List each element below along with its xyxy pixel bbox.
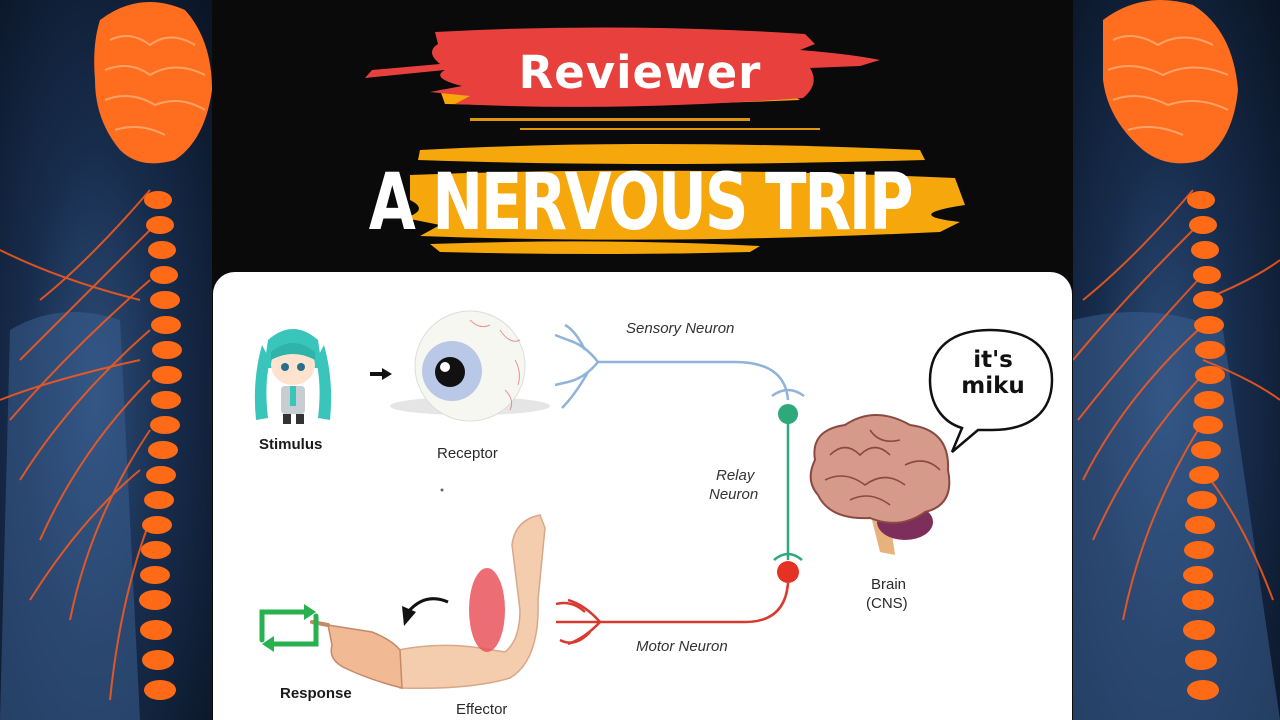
eye-receptor (390, 310, 550, 422)
relay-neuron-label-2: Neuron (709, 486, 759, 503)
left-anatomy-image (0, 0, 212, 720)
speech-line-2: miku (961, 373, 1025, 399)
sensory-neuron-path (554, 323, 805, 409)
speech-line-1: it's (973, 347, 1013, 373)
motor-neuron-label: Motor Neuron (636, 638, 728, 655)
response-label: Response (280, 685, 352, 702)
motor-neuron-path (555, 561, 799, 646)
response-loop-icon (259, 609, 319, 647)
stimulus-label: Stimulus (259, 436, 323, 453)
miku-figure (254, 329, 332, 424)
speech-bubble (928, 328, 1054, 453)
brain-cns (809, 414, 951, 555)
brain-label-2: (CNS) (866, 595, 908, 612)
relay-neuron-label-1: Relay (716, 467, 755, 484)
right-anatomy-image (1073, 0, 1280, 720)
video-title: A NERVOUS TRIP (368, 158, 914, 248)
sensory-neuron-label: Sensory Neuron (626, 320, 735, 337)
relay-neuron-path (773, 404, 803, 561)
brush-strokes (365, 27, 965, 254)
brain-label-1: Brain (871, 576, 907, 593)
reviewer-badge: Reviewer (518, 46, 762, 99)
arm-effector (310, 514, 546, 690)
speech-bubble-text: it's miku (947, 347, 1039, 399)
curved-arrow (406, 597, 449, 613)
receptor-label: Receptor (437, 445, 498, 462)
effector-label: Effector (456, 701, 508, 718)
